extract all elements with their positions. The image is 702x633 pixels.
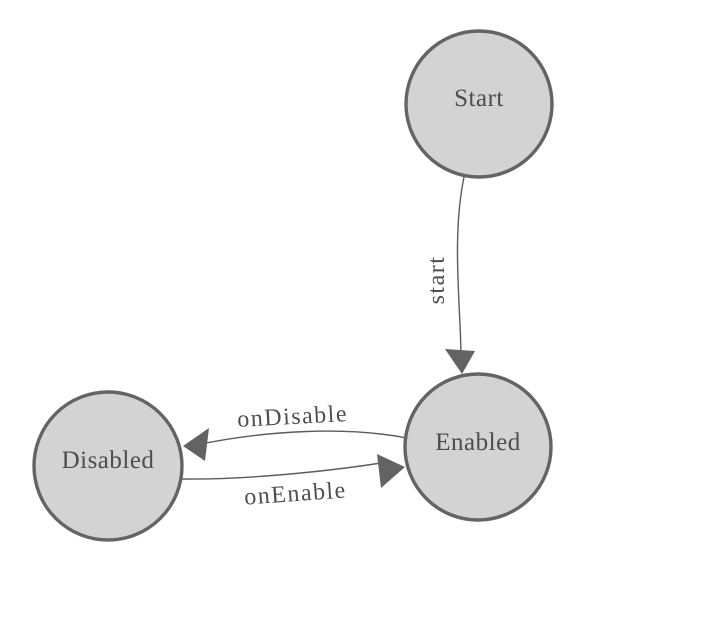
edge-disabled-to-enabled: [180, 462, 382, 480]
arrowhead-group: [183, 349, 475, 488]
arrowhead-enabled-to-disabled-icon: [183, 428, 209, 461]
edge-label-onenable: onEnable: [243, 477, 347, 510]
state-node-start: [404, 29, 554, 179]
arrowhead-disabled-to-enabled-icon: [377, 454, 405, 488]
state-label-start: Start: [454, 85, 504, 112]
state-node-enabled: [403, 372, 553, 522]
arrowhead-start-to-enabled-icon: [445, 349, 475, 374]
edge-enabled-to-disabled: [205, 430, 408, 444]
edge-start-to-enabled: [456, 176, 465, 354]
edge-group: [180, 176, 465, 480]
edge-label-start: start: [424, 256, 450, 305]
edge-label-ondisable: onDisable: [237, 401, 349, 433]
node-label-group: Start Enabled Disabled: [62, 85, 521, 474]
state-label-enabled: Enabled: [435, 429, 520, 456]
node-group: [32, 29, 554, 542]
edge-label-group: start onDisable onEnable: [237, 256, 450, 511]
state-node-disabled: [32, 390, 184, 542]
state-label-disabled: Disabled: [62, 447, 155, 474]
